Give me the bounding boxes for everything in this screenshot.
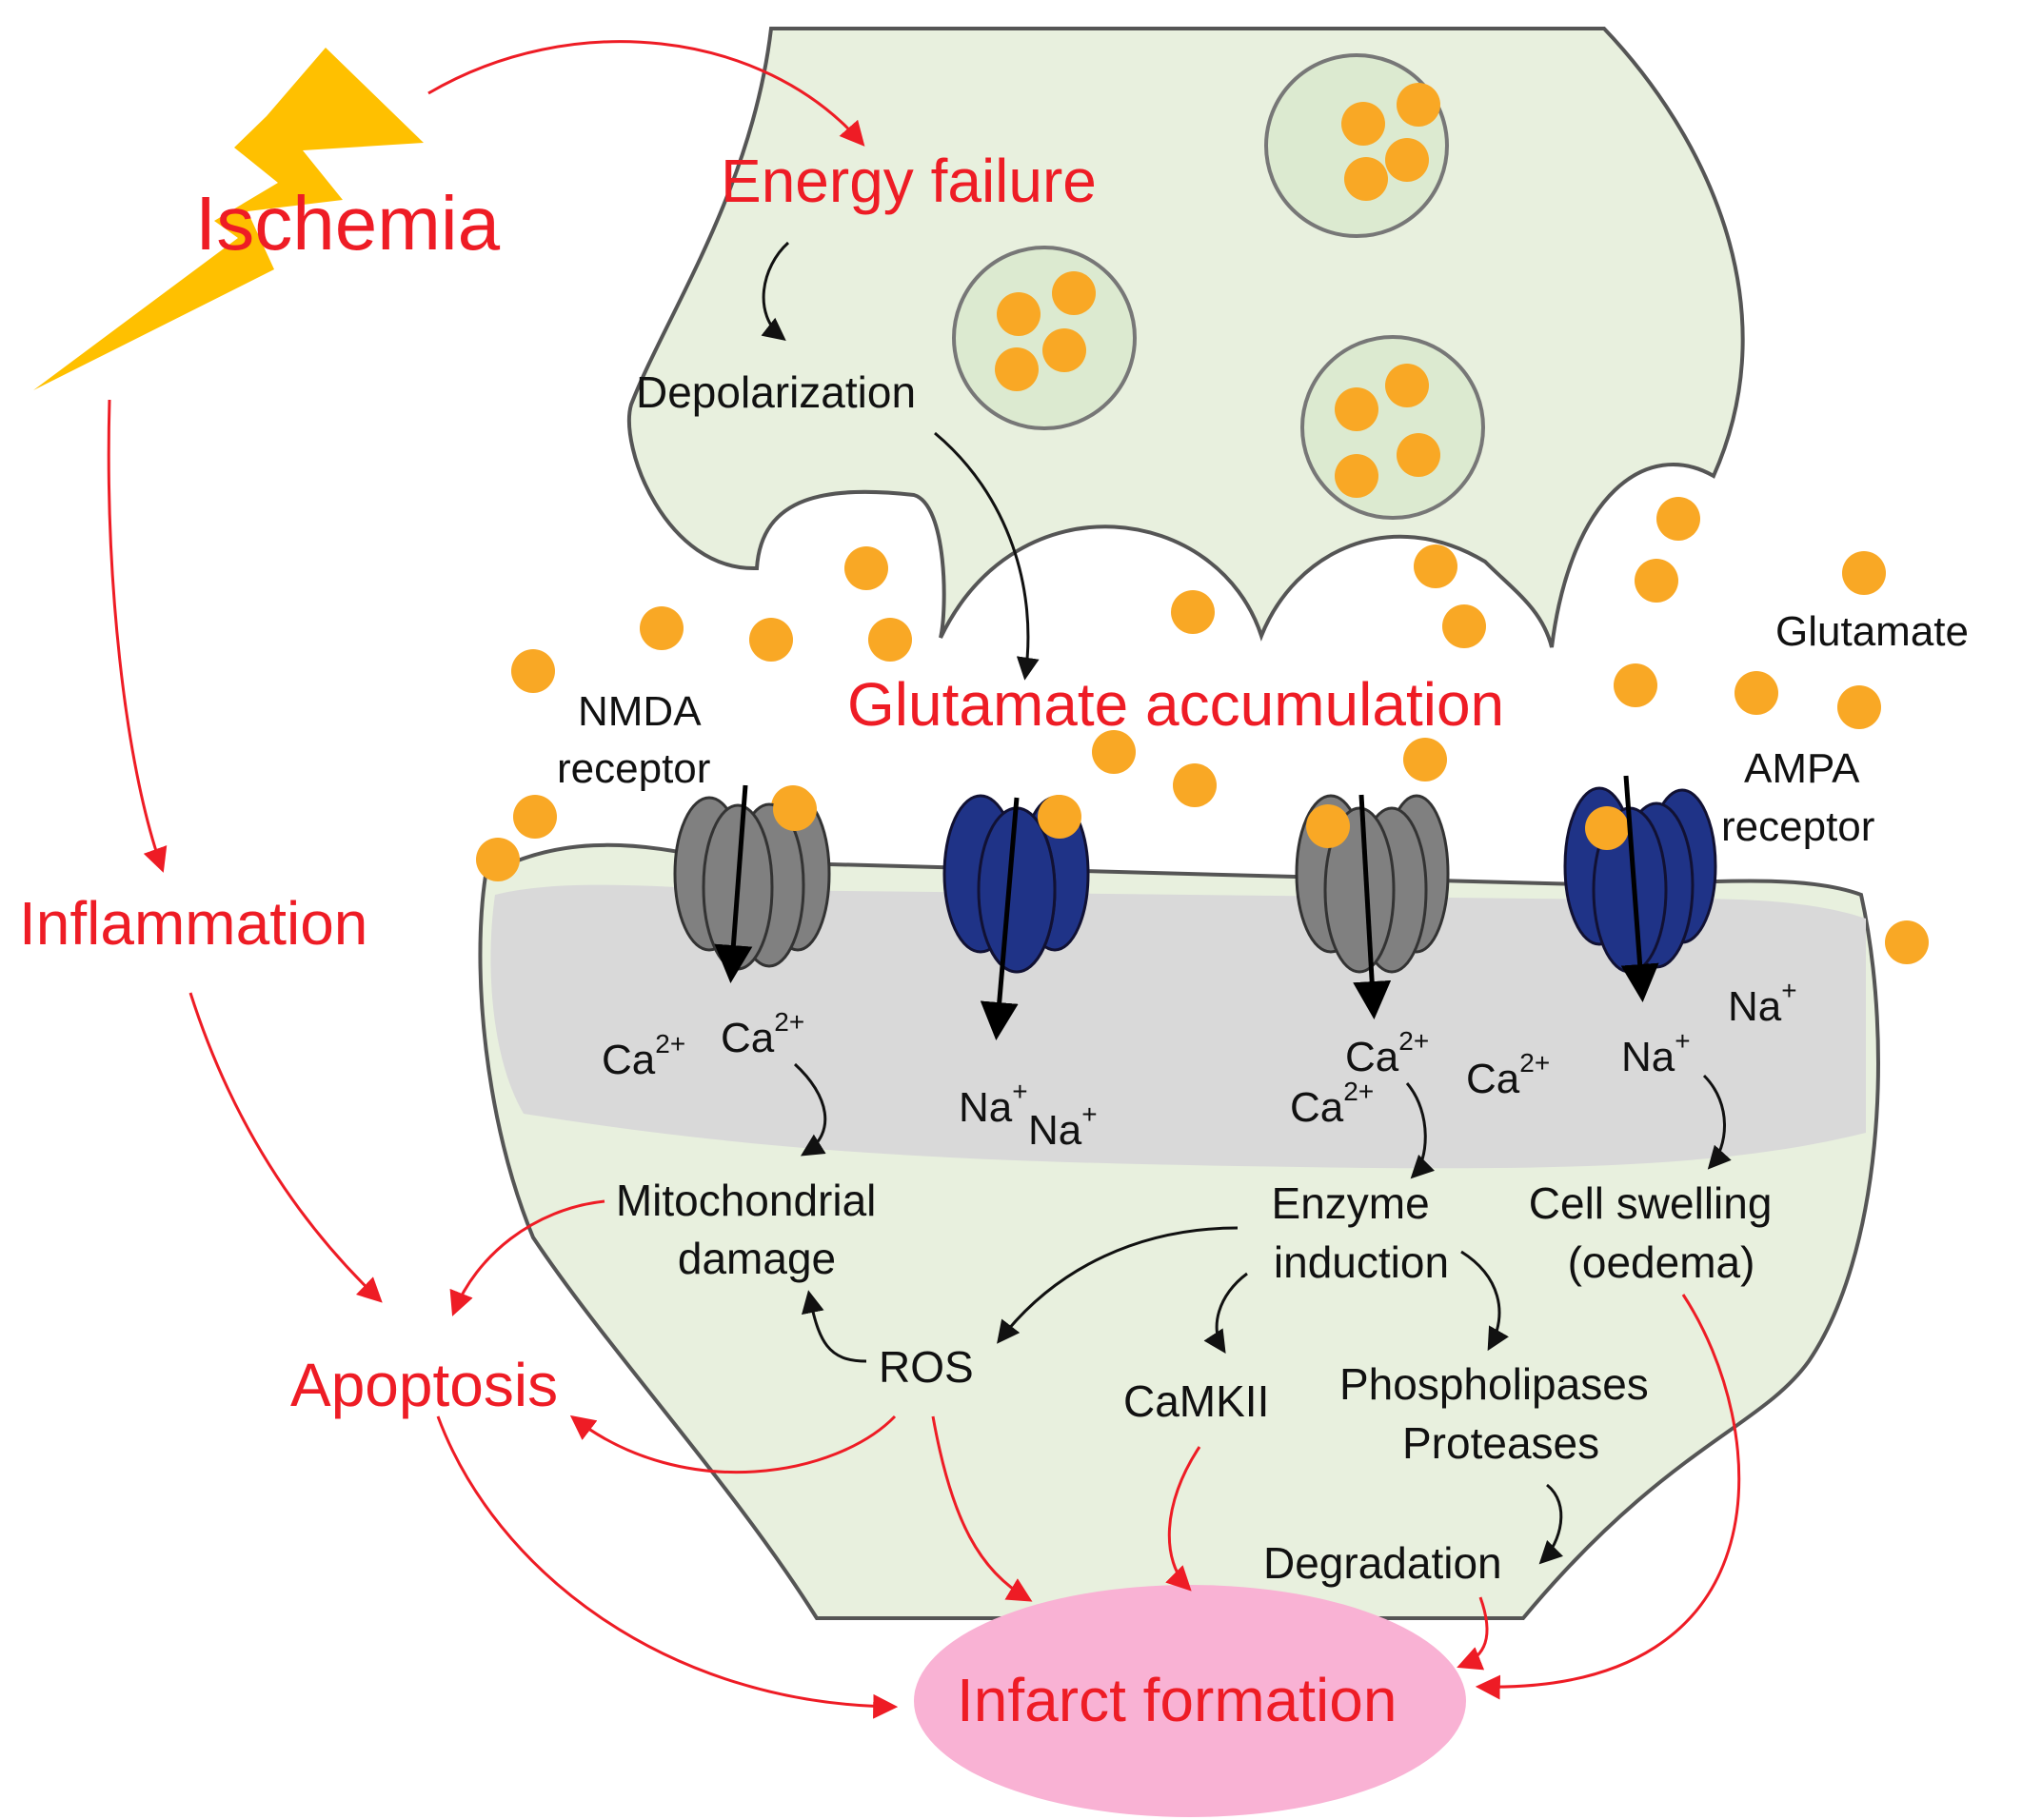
ampa-receptor-label: AMPA receptor — [1721, 745, 1874, 850]
lightning-bolt-icon — [33, 48, 424, 390]
arrow-ischemia-to-inflammation — [107, 399, 168, 873]
arrow-swelling-to-infarct — [1475, 1294, 1741, 1700]
apoptosis-label: Apoptosis — [290, 1351, 558, 1419]
proteases-label: Proteases — [1402, 1418, 1599, 1468]
arrow-ischemia-to-energy-failure — [427, 40, 865, 147]
arrow-apoptosis-to-infarct — [436, 1415, 899, 1719]
glutamate-accumulation-label: Glutamate accumulation — [847, 670, 1504, 739]
presynaptic-terminal — [626, 27, 1745, 648]
phospholipases-label: Phospholipases — [1339, 1359, 1649, 1409]
arrow-energy-to-depolarization — [761, 241, 789, 341]
calcium-ion-label: Ca2+ — [1466, 1048, 1550, 1102]
nmda-receptor-label: NMDA receptor — [557, 688, 710, 792]
glutamate-label: Glutamate — [1775, 608, 1969, 655]
degradation-label: Degradation — [1263, 1538, 1502, 1588]
synaptic-vesicle — [1300, 335, 1485, 520]
arrow-depolarization-to-glutamate — [934, 431, 1040, 681]
glutamate-molecules — [476, 497, 1929, 964]
infarct-formation-label: Infarct formation — [957, 1666, 1397, 1734]
sodium-ion-label: Na+ — [1621, 1026, 1691, 1080]
arrow-camkii-to-infarct — [1165, 1446, 1201, 1592]
sodium-ion-label: Na+ — [1028, 1099, 1098, 1154]
arrow-inflammation-to-apoptosis — [188, 992, 383, 1303]
calcium-ion-label: Ca2+ — [602, 1029, 685, 1083]
arrow-ros-to-infarct — [931, 1415, 1033, 1602]
arrow-ros-to-mitochondrial — [802, 1290, 867, 1363]
ros-label: ROS — [879, 1342, 974, 1392]
infarct-region — [914, 1585, 1466, 1817]
arrow-ros-to-apoptosis — [569, 1414, 897, 1474]
enzyme-induction-label: Enzyme induction — [1272, 1178, 1450, 1287]
nmda-receptor-channel — [1295, 794, 1450, 1019]
arrow-proteases-to-degradation — [1538, 1483, 1564, 1565]
mitochondrial-damage-label: Mitochondrial damage — [616, 1176, 888, 1283]
cytoplasm-band — [490, 884, 1867, 1169]
inflammation-label: Inflammation — [19, 889, 367, 958]
cell-swelling-label: Cell swelling (oedema) — [1529, 1178, 1784, 1287]
ampa-receptor-channel — [942, 794, 1090, 1040]
arrow-calcium-to-mitochondrial — [793, 1062, 827, 1157]
arrow-sodium-to-swelling — [1702, 1074, 1732, 1170]
arrow-enzyme-to-camkii — [1203, 1272, 1248, 1355]
calcium-ion-label: Ca2+ — [721, 1007, 804, 1061]
synaptic-vesicle — [952, 246, 1137, 430]
depolarization-label: Depolarization — [636, 367, 916, 417]
arrow-mitochondrial-to-apoptosis — [449, 1199, 605, 1316]
sodium-ion-label: Na+ — [1728, 976, 1797, 1030]
nmda-receptor-channel — [673, 784, 831, 983]
energy-failure-label: Energy failure — [721, 147, 1097, 215]
ischemia-label: Ischemia — [195, 181, 501, 266]
arrow-degradation-to-infarct — [1457, 1596, 1489, 1671]
arrow-calcium-to-enzyme — [1405, 1082, 1436, 1179]
camkii-label: CaMKII — [1123, 1376, 1269, 1426]
arrow-enzyme-to-ros — [997, 1226, 1239, 1344]
arrow-enzyme-to-phospholipases — [1460, 1250, 1509, 1352]
calcium-ion-label: Ca2+ — [1290, 1077, 1374, 1131]
ampa-receptor-channel — [1563, 775, 1717, 1002]
calcium-ion-label: Ca2+ — [1345, 1026, 1429, 1080]
synaptic-vesicle — [1264, 53, 1449, 238]
sodium-ion-label: Na+ — [959, 1077, 1028, 1131]
